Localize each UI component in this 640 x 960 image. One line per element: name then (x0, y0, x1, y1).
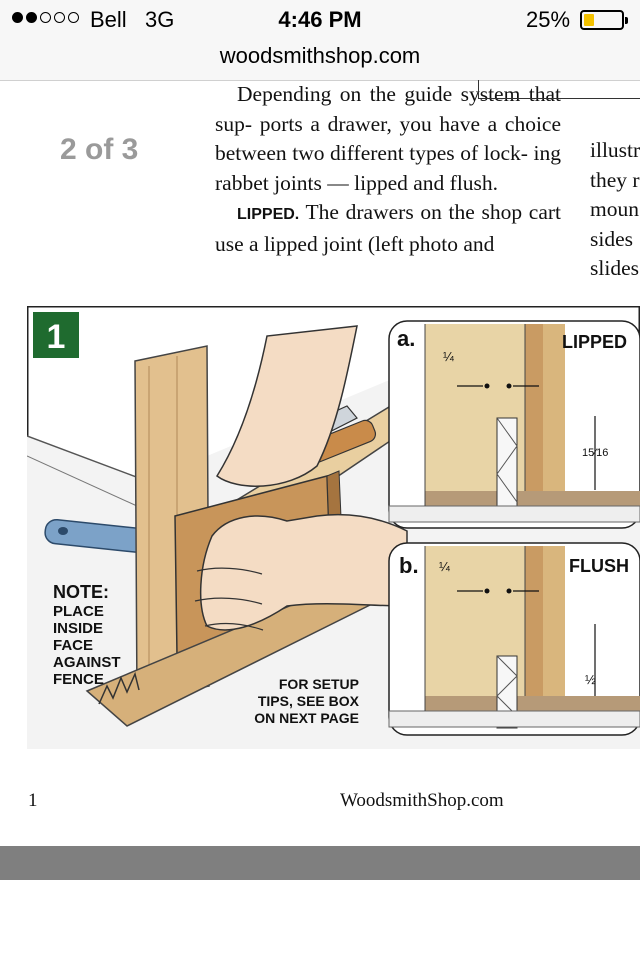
next-column-fragment: illustr they r moun sides slides (590, 138, 640, 280)
article-paragraph-2: LIPPED. The drawers on the shop cart use… (215, 200, 561, 256)
svg-text:PLACE: PLACE (53, 603, 104, 620)
svg-text:LIPPED: LIPPED (562, 332, 627, 352)
status-bar: Bell 3G 4:46 PM 25% (0, 0, 640, 40)
figure-1-illustration: 1 NOTE: PLACE INSIDE FACE AGAINST FENCE … (27, 306, 640, 749)
svg-text:½: ½ (585, 672, 596, 687)
svg-text:FENCE: FENCE (53, 671, 104, 688)
svg-text:NOTE:: NOTE: (53, 582, 109, 602)
figure-number: 1 (47, 318, 66, 356)
svg-text:TIPS, SEE BOX: TIPS, SEE BOX (258, 693, 360, 709)
detail-b-flush: b. FLUSH ¼ ½ (388, 542, 640, 736)
carrier-label: Bell 3G (90, 7, 175, 32)
svg-text:INSIDE: INSIDE (53, 620, 103, 637)
sidebar-box-edge (478, 80, 640, 99)
svg-text:AGAINST: AGAINST (53, 654, 121, 671)
svg-text:15⁄16: 15⁄16 (582, 447, 608, 459)
svg-text:a.: a. (397, 326, 415, 351)
status-time: 4:46 PM (278, 7, 362, 32)
battery-icon (580, 10, 628, 30)
footer-page-number: 1 (28, 790, 38, 811)
svg-text:FOR SETUP: FOR SETUP (279, 676, 359, 692)
svg-text:FLUSH: FLUSH (569, 556, 629, 576)
svg-text:b.: b. (399, 553, 419, 578)
figure-note: NOTE: PLACE INSIDE FACE AGAINST FENCE (53, 582, 121, 688)
article-paragraph-1: Depending on the guide system that sup- … (215, 82, 562, 195)
battery-percent: 25% (526, 7, 571, 32)
detail-a-lipped: a. LIPPED ¼ 15⁄16 (388, 320, 640, 529)
page-indicator: 2 of 3 (60, 133, 139, 166)
run-in-heading: LIPPED. (237, 206, 300, 223)
svg-text:ON NEXT PAGE: ON NEXT PAGE (254, 710, 359, 726)
footer-site: WoodsmithShop.com (340, 790, 504, 811)
url-label[interactable]: woodsmithshop.com (219, 43, 421, 68)
bottom-gray-bar (0, 846, 640, 880)
network-label: 3G (145, 7, 175, 32)
signal-strength-icon (12, 12, 79, 23)
article-column: Depending on the guide system that sup- … (215, 80, 561, 259)
svg-text:FACE: FACE (53, 637, 93, 654)
address-bar[interactable]: woodsmithshop.com (0, 40, 640, 81)
svg-text:¼: ¼ (439, 559, 450, 574)
svg-text:¼: ¼ (443, 349, 454, 364)
figure-tips: FOR SETUP TIPS, SEE BOX ON NEXT PAGE (254, 676, 359, 726)
